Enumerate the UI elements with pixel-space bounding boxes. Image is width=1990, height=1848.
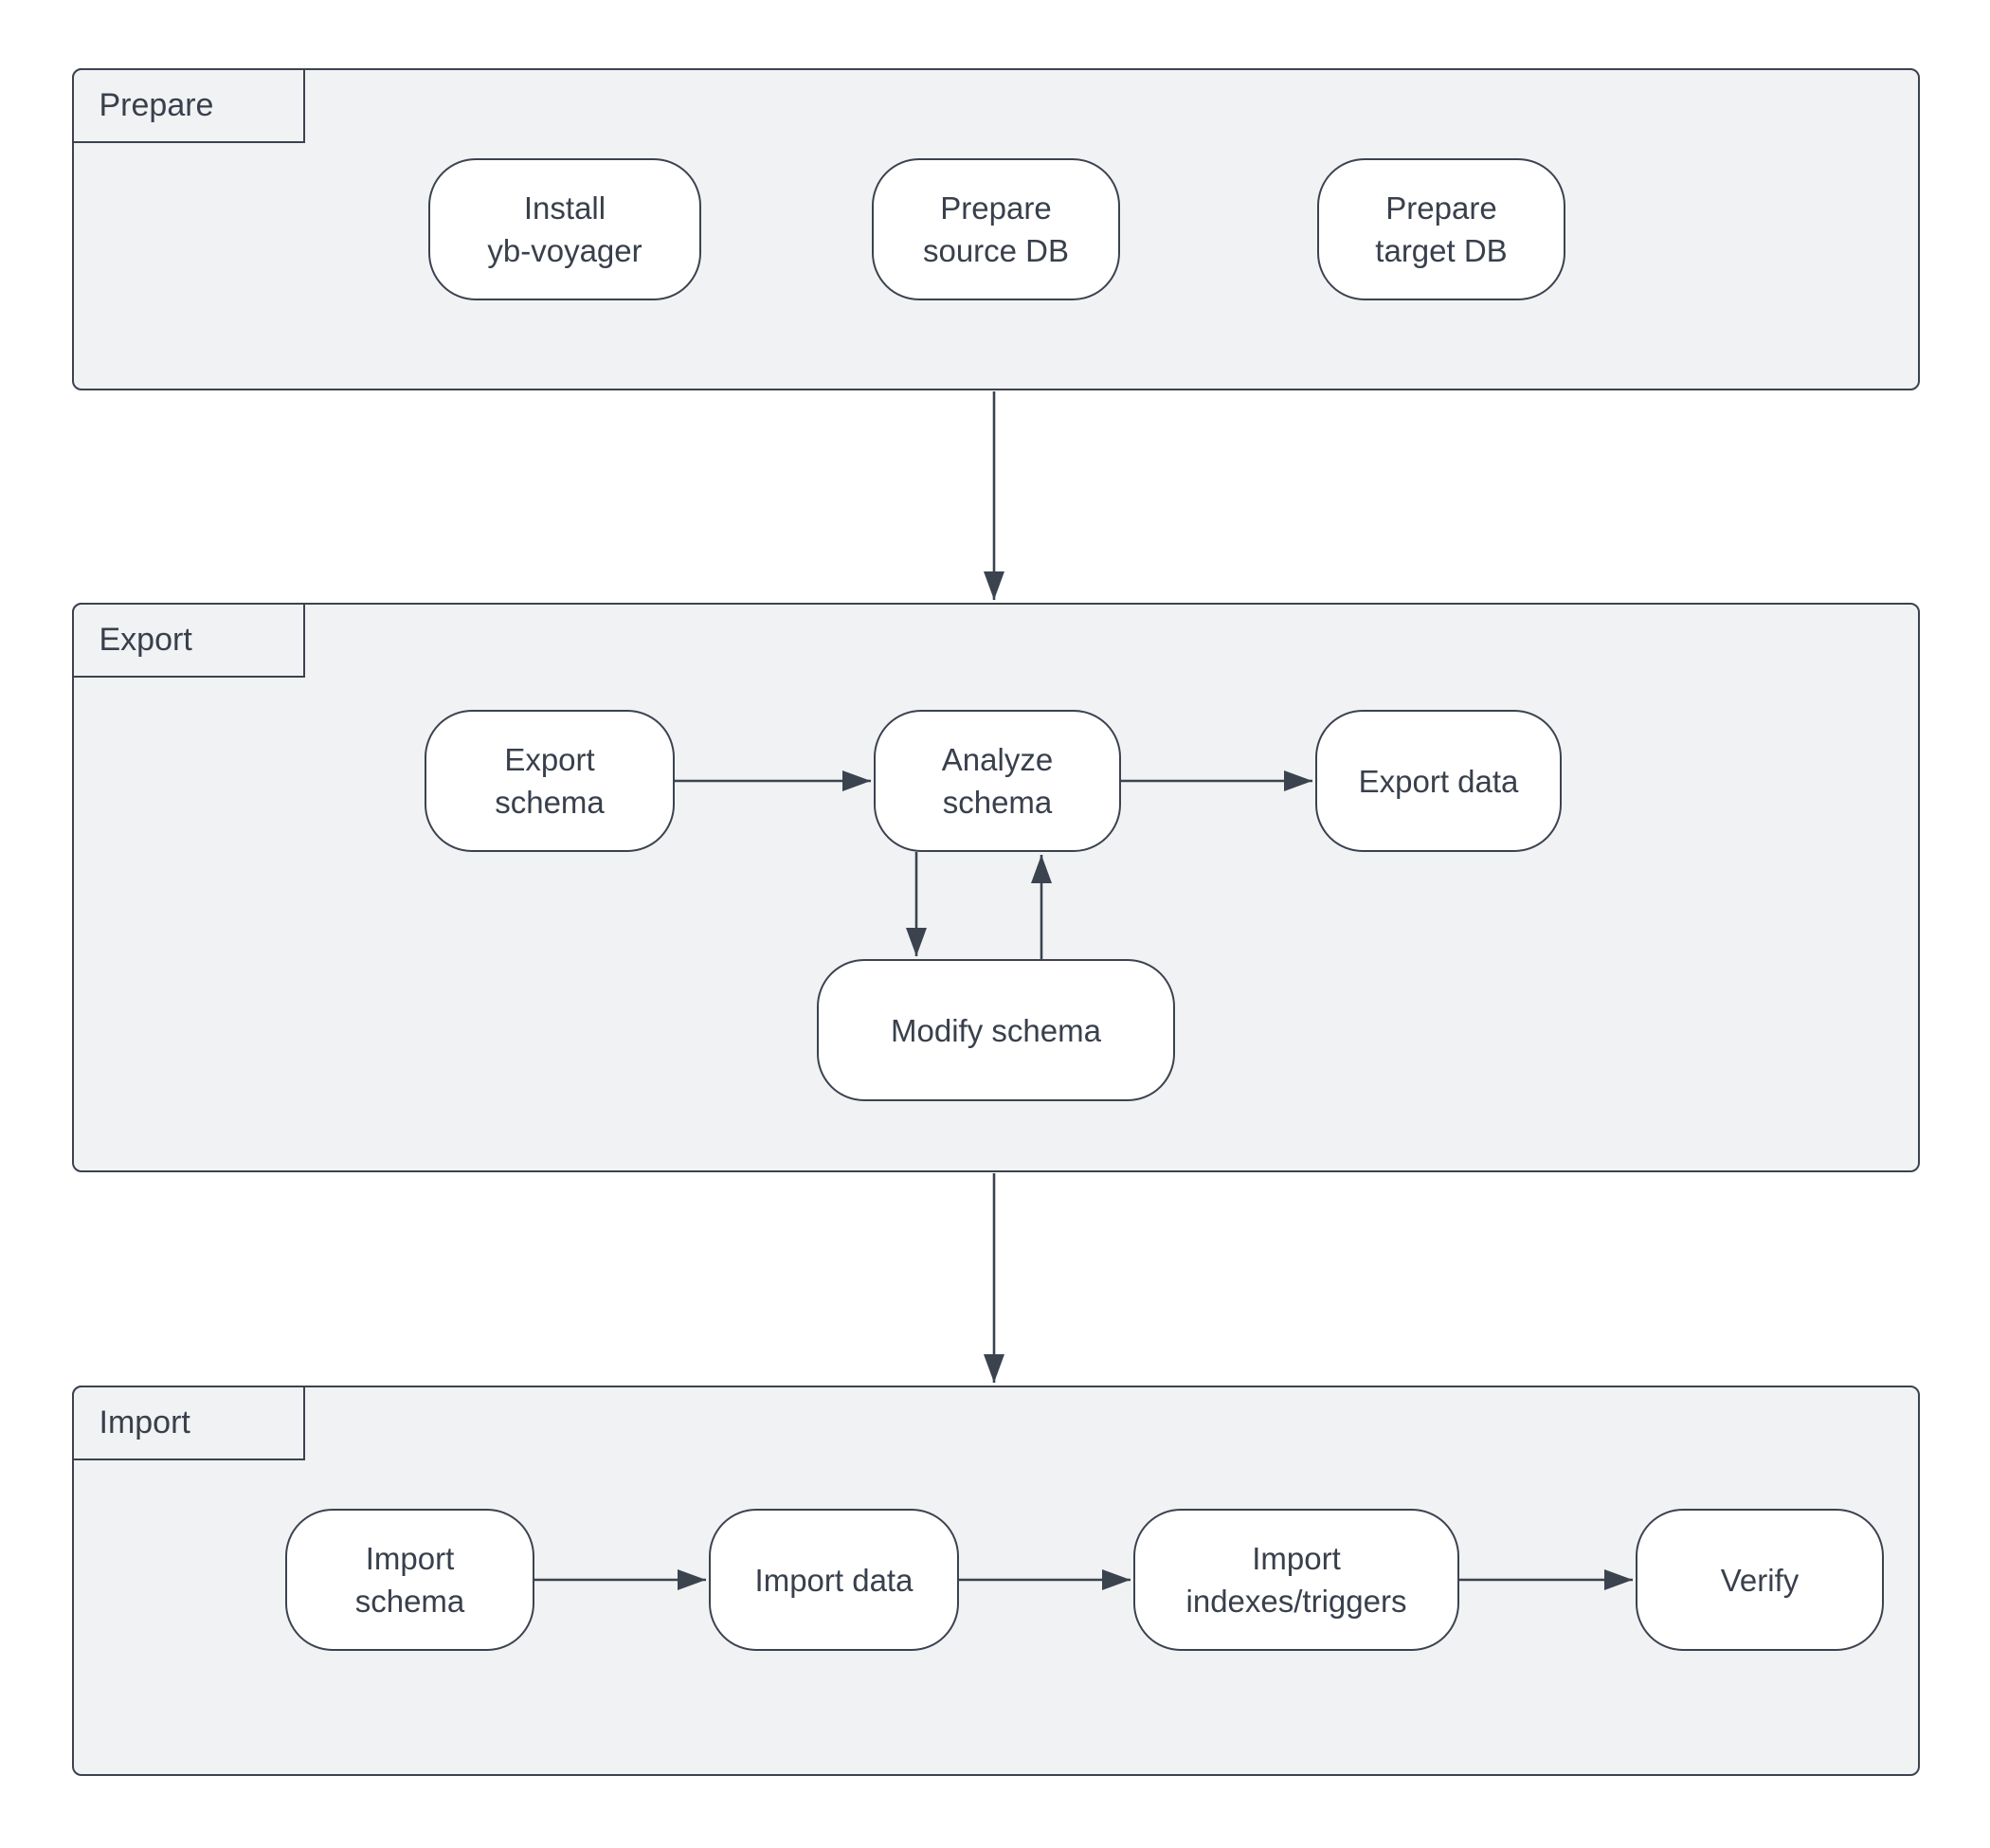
node-analyze-schema-label: Analyze schema xyxy=(941,742,1054,820)
node-modify-schema-label: Modify schema xyxy=(891,1012,1101,1048)
node-analyze-schema: Analyze schema xyxy=(874,710,1121,852)
node-export-data-label: Export data xyxy=(1358,763,1519,799)
node-verify: Verify xyxy=(1636,1509,1884,1651)
node-install-yb-voyager-label: Install yb-voyager xyxy=(487,190,642,268)
node-prepare-source-db: Prepare source DB xyxy=(872,158,1120,300)
node-import-data: Import data xyxy=(709,1509,959,1651)
node-install-yb-voyager: Install yb-voyager xyxy=(428,158,701,300)
node-export-schema: Export schema xyxy=(425,710,675,852)
frame-export-title: Export xyxy=(99,621,192,658)
frame-import-title: Import xyxy=(99,1404,190,1440)
frame-import-tab: Import xyxy=(71,1385,305,1460)
node-import-indexes-triggers: Import indexes/triggers xyxy=(1133,1509,1459,1651)
frame-prepare-tab: Prepare xyxy=(71,67,305,143)
node-prepare-target-db: Prepare target DB xyxy=(1317,158,1565,300)
node-prepare-source-db-label: Prepare source DB xyxy=(922,190,1070,268)
node-import-schema: Import schema xyxy=(285,1509,534,1651)
node-import-indexes-triggers-label: Import indexes/triggers xyxy=(1185,1541,1407,1619)
node-verify-label: Verify xyxy=(1720,1562,1800,1598)
frame-export-tab: Export xyxy=(71,602,305,678)
node-prepare-target-db-label: Prepare target DB xyxy=(1375,190,1508,268)
frame-prepare: Prepare xyxy=(71,67,1920,390)
node-import-data-label: Import data xyxy=(754,1562,914,1598)
frame-prepare-title: Prepare xyxy=(99,86,214,123)
node-modify-schema: Modify schema xyxy=(817,959,1175,1101)
node-export-data: Export data xyxy=(1315,710,1562,852)
node-export-schema-label: Export schema xyxy=(495,742,605,820)
node-import-schema-label: Import schema xyxy=(354,1541,465,1619)
